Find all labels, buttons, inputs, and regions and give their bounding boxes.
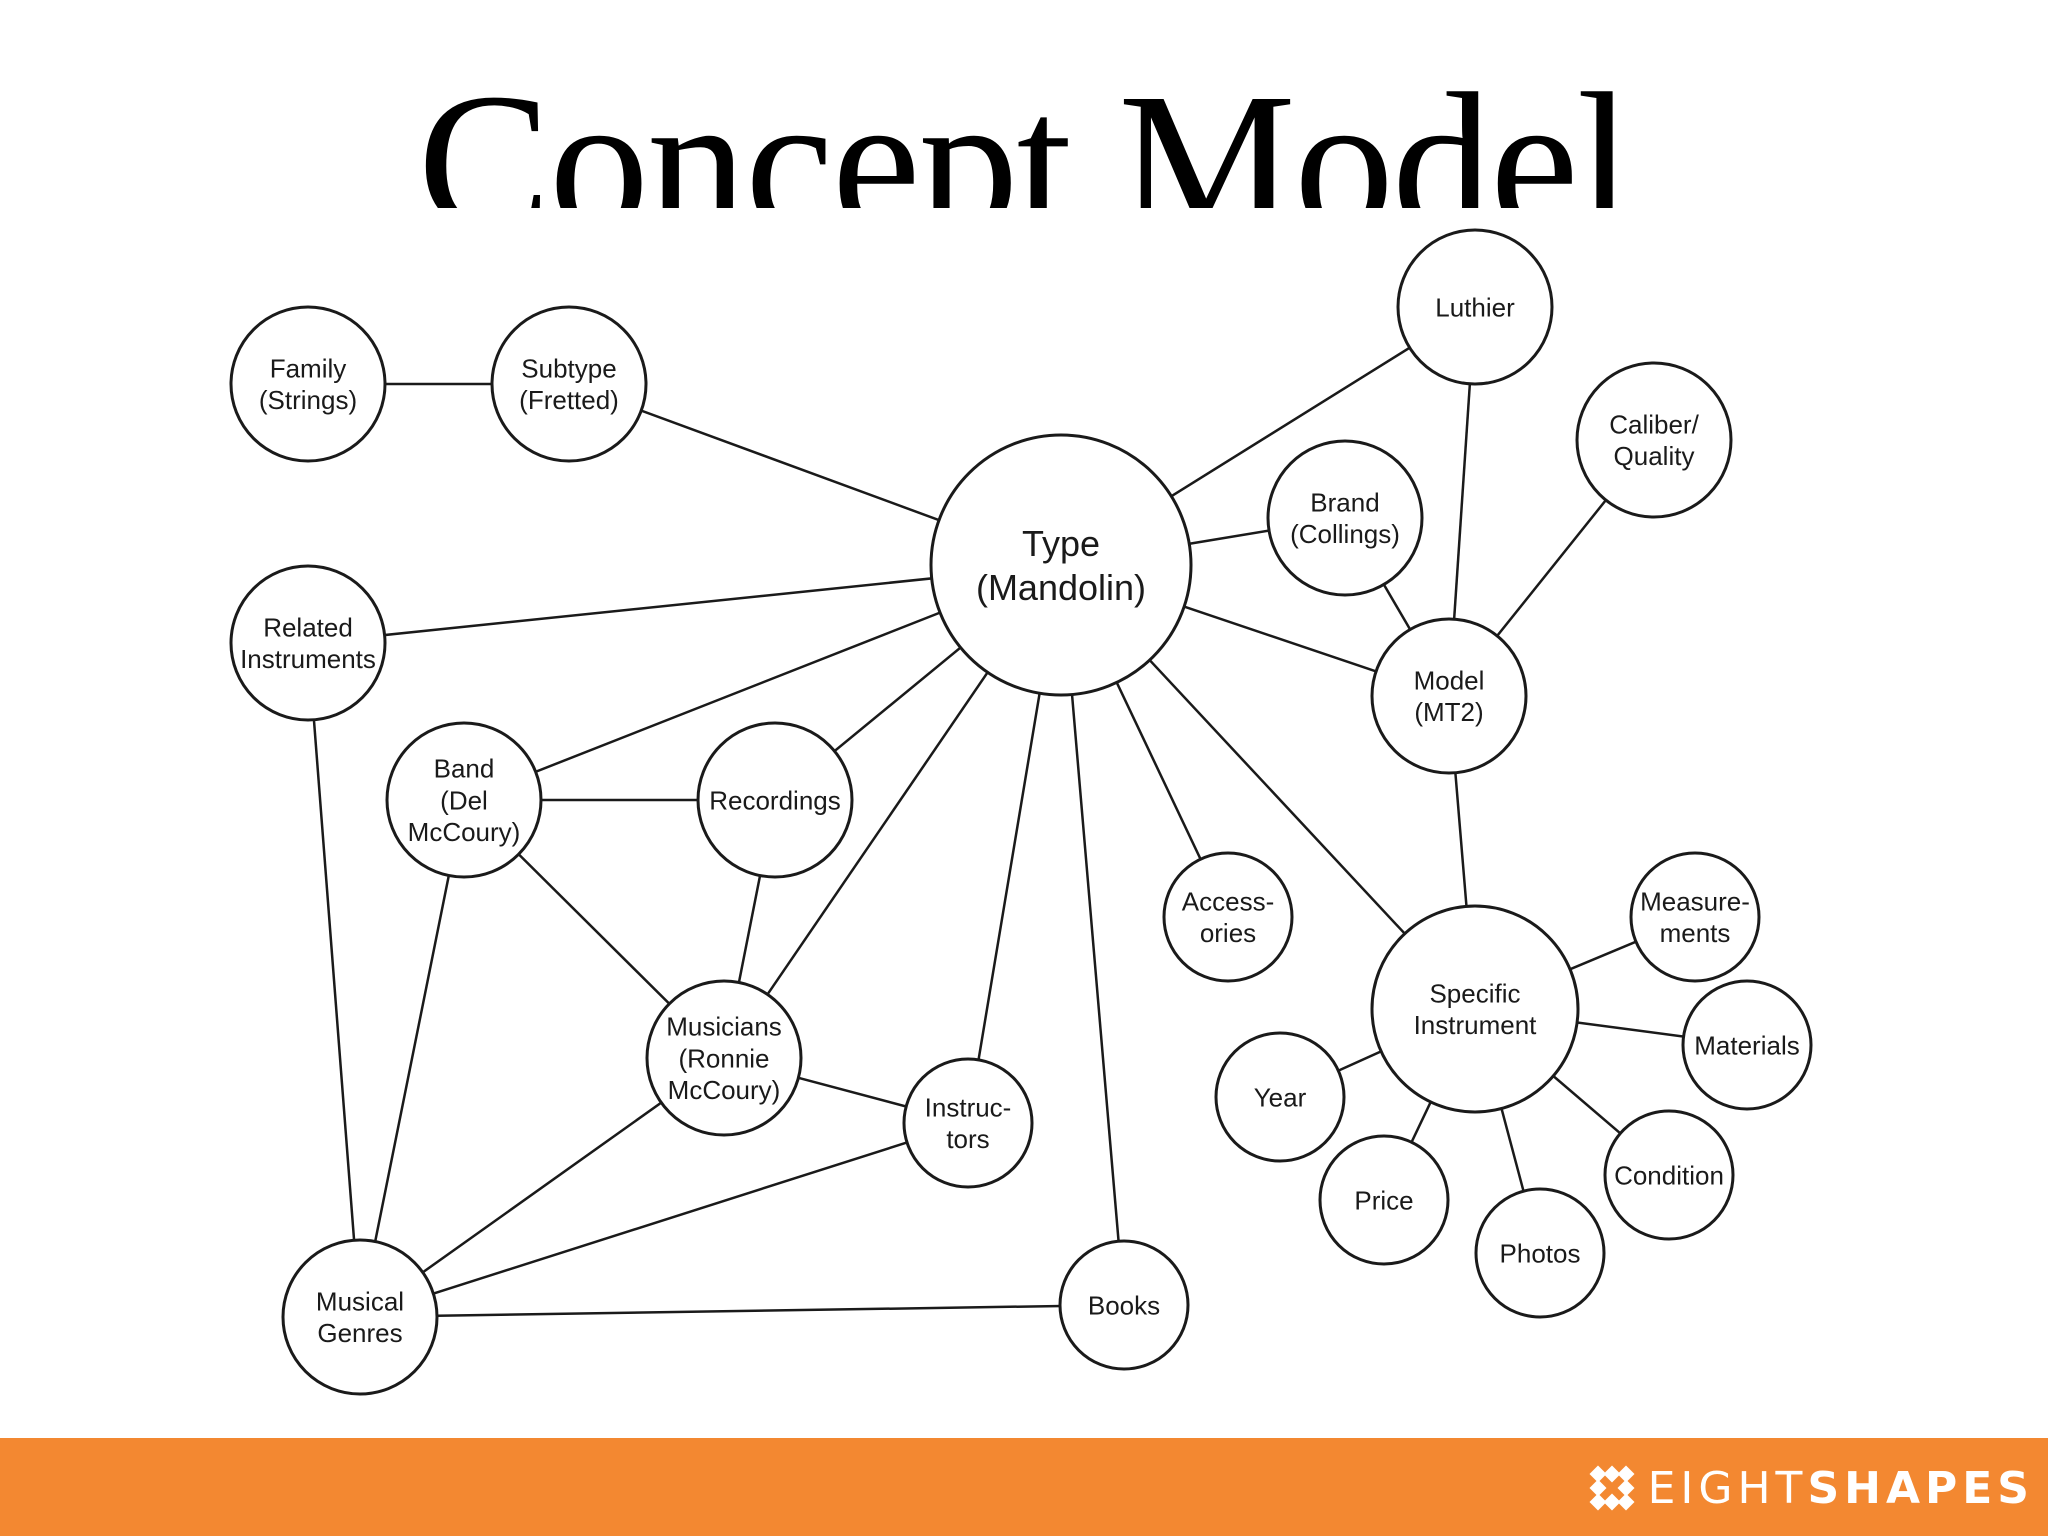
node-caliber: Caliber/Quality [1575, 361, 1733, 519]
node-price: Price [1318, 1134, 1450, 1266]
node-measurements: Measure-ments [1629, 851, 1761, 983]
node-label-type: (Mandolin) [976, 567, 1146, 608]
node-circle-specific [1370, 904, 1580, 1114]
node-label-luthier: Luthier [1435, 292, 1515, 322]
node-year: Year [1214, 1031, 1346, 1163]
node-subtype: Subtype(Fretted) [490, 305, 648, 463]
brand-name-bold: SHAPES [1807, 1462, 2034, 1514]
node-instructors: Instruc-tors [902, 1057, 1034, 1189]
node-label-band: Band [434, 754, 495, 784]
node-model: Model(MT2) [1370, 617, 1528, 775]
node-label-family: Family [270, 354, 347, 384]
node-label-materials: Materials [1694, 1030, 1799, 1060]
node-label-subtype: (Fretted) [519, 385, 619, 415]
node-label-subtype: Subtype [521, 354, 616, 384]
node-label-model: (MT2) [1414, 697, 1483, 727]
node-accessories: Access-ories [1162, 851, 1294, 983]
title-area: Concept Model [0, 40, 2048, 209]
node-circle-measurements [1629, 851, 1761, 983]
node-family: Family(Strings) [229, 305, 387, 463]
node-type: Type(Mandolin) [929, 433, 1193, 697]
node-label-specific: Specific [1429, 979, 1520, 1009]
node-label-specific: Instrument [1414, 1010, 1538, 1040]
node-circle-books [1058, 1239, 1190, 1371]
node-label-accessories: ories [1200, 918, 1256, 948]
node-label-type: Type [1022, 523, 1100, 564]
node-circle-model [1370, 617, 1528, 775]
edge-genres-books [359, 1303, 1125, 1319]
node-circle-instructors [902, 1057, 1034, 1189]
edge-band-genres [358, 799, 466, 1318]
node-materials: Materials [1681, 979, 1813, 1111]
node-label-books: Books [1088, 1290, 1160, 1320]
edge-related-genres [306, 642, 362, 1318]
node-condition: Condition [1603, 1109, 1735, 1241]
node-books: Books [1058, 1239, 1190, 1371]
node-label-genres: Genres [317, 1318, 402, 1348]
edge-instructors-genres [359, 1121, 969, 1319]
node-label-recordings: Recordings [709, 785, 841, 815]
node-label-instructors: tors [946, 1124, 989, 1154]
node-label-genres: Musical [316, 1287, 404, 1317]
node-label-measurements: Measure- [1640, 887, 1750, 917]
node-label-condition: Condition [1614, 1160, 1724, 1190]
node-recordings: Recordings [696, 721, 854, 879]
node-brand: Brand(Collings) [1266, 439, 1424, 597]
node-label-year: Year [1254, 1082, 1307, 1112]
node-circle-brand [1266, 439, 1424, 597]
node-label-measurements: ments [1660, 918, 1731, 948]
node-circle-caliber [1575, 361, 1733, 519]
node-circle-condition [1603, 1109, 1735, 1241]
node-label-instructors: Instruc- [925, 1093, 1012, 1123]
node-circle-band [385, 721, 543, 879]
node-label-musicians: Musicians [666, 1012, 782, 1042]
node-label-brand: Brand [1310, 488, 1379, 518]
node-label-accessories: Access- [1182, 887, 1274, 917]
node-label-caliber: Caliber/ [1609, 410, 1699, 440]
node-circle-recordings [696, 721, 854, 879]
node-label-musicians: McCoury) [668, 1075, 781, 1105]
node-circle-photos [1474, 1187, 1606, 1319]
node-label-price: Price [1354, 1185, 1413, 1215]
node-circle-related [229, 564, 387, 722]
node-circle-price [1318, 1134, 1450, 1266]
node-label-related: Instruments [240, 644, 376, 674]
node-label-photos: Photos [1500, 1238, 1581, 1268]
nodes-layer: Type(Mandolin) Family(Strings) Subtype(Fre… [229, 228, 1813, 1396]
node-photos: Photos [1474, 1187, 1606, 1319]
node-label-brand: (Collings) [1290, 519, 1400, 549]
node-label-caliber: Quality [1614, 441, 1695, 471]
node-label-musicians: (Ronnie [678, 1043, 769, 1073]
node-circle-year [1214, 1031, 1346, 1163]
node-luthier: Luthier [1396, 228, 1554, 386]
eightshapes-logo-icon [1589, 1465, 1635, 1511]
node-circle-musicians [645, 979, 803, 1137]
node-circle-accessories [1162, 851, 1294, 983]
node-label-band: McCoury) [408, 817, 521, 847]
node-circle-subtype [490, 305, 648, 463]
node-label-model: Model [1414, 666, 1485, 696]
brand-name-light: EIGHT [1647, 1462, 1808, 1514]
node-circle-type [929, 433, 1193, 697]
node-label-family: (Strings) [259, 385, 357, 415]
node-circle-family [229, 305, 387, 463]
node-circle-materials [1681, 979, 1813, 1111]
node-label-related: Related [263, 613, 353, 643]
concept-model-diagram: Type(Mandolin) Family(Strings) Subtype(Fre… [229, 228, 1813, 1396]
node-circle-genres [281, 1238, 439, 1396]
page-title: Concept Model [417, 53, 1633, 209]
node-label-band: (Del [440, 785, 488, 815]
node-circle-luthier [1396, 228, 1554, 386]
